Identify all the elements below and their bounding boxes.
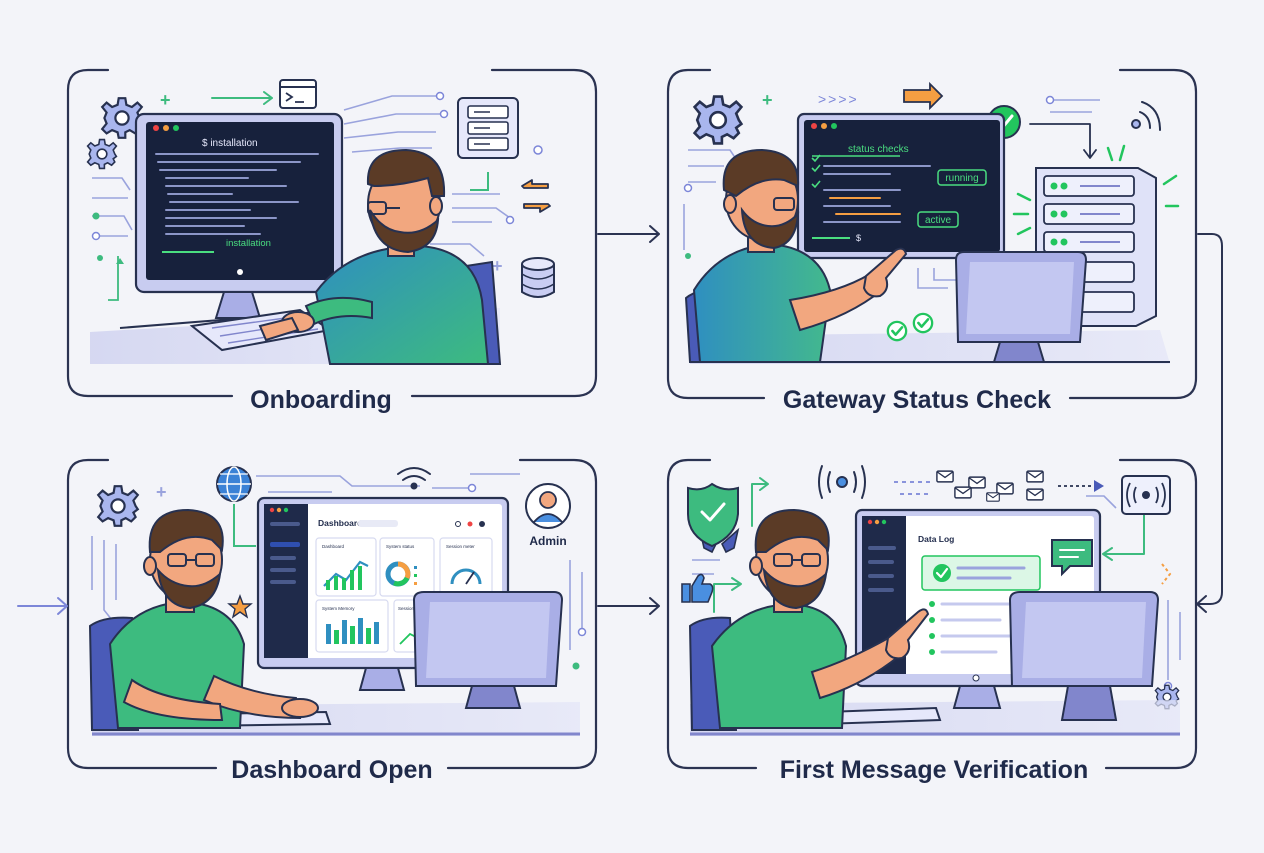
status-monitor: status checks running active $ <box>796 112 1006 260</box>
panel-dashboard: + Admin <box>88 466 587 784</box>
card-title: System status <box>386 544 415 549</box>
developer-avatar <box>692 148 908 363</box>
secondary-monitor <box>954 251 1088 363</box>
card-title: Dashboard <box>322 544 345 549</box>
mail-icon <box>954 486 972 499</box>
status-badge: active <box>925 215 952 226</box>
svg-text:+: + <box>160 90 171 110</box>
frame-first-message <box>666 458 758 770</box>
developer-avatar <box>258 148 490 365</box>
panel-caption: Gateway Status Check <box>783 386 1051 414</box>
svg-text:+: + <box>156 482 167 502</box>
gear-icon <box>86 138 118 170</box>
check-icon <box>912 312 934 334</box>
card-title: System Memory <box>322 606 355 611</box>
message-flow <box>894 470 1104 502</box>
chat-bubble-icon <box>1051 539 1093 577</box>
log-title: Data Log <box>918 534 954 544</box>
card-title: Session ratio <box>398 606 425 611</box>
mail-icon <box>986 492 1000 502</box>
gear-icon <box>97 485 139 527</box>
status-badge: running <box>945 173 978 184</box>
gear-icon <box>693 95 743 145</box>
transfer-arrows-icon <box>521 179 551 213</box>
frame-onboarding <box>66 68 234 398</box>
svg-text:>>>>: >>>> <box>818 91 859 107</box>
terminal-footer: installation <box>226 238 271 249</box>
mail-icon <box>1026 470 1044 483</box>
terminal-title: $ installation <box>202 138 258 149</box>
secondary-monitor <box>1008 591 1160 721</box>
svg-text:+: + <box>762 90 773 110</box>
frame-gateway <box>666 68 766 400</box>
panel-caption: First Message Verification <box>780 756 1088 784</box>
panel-gateway: + >>>> <box>683 81 1180 414</box>
panel-caption: Dashboard Open <box>231 756 432 784</box>
orange-arrow-icon <box>903 81 944 111</box>
receiver-icon <box>1121 475 1171 515</box>
mail-icon <box>996 482 1014 495</box>
mail-icon <box>968 476 986 489</box>
signal-icon <box>1131 101 1161 131</box>
terminal-prompt: $ <box>856 233 861 243</box>
terminal-window-icon <box>279 79 317 109</box>
arrow-entry <box>17 597 68 615</box>
admin-avatar: Admin <box>525 483 571 548</box>
arrow-gateway-to-first-message <box>1196 233 1223 613</box>
secondary-monitor <box>412 591 564 709</box>
status-title: status checks <box>848 144 909 155</box>
developer-avatar <box>710 508 930 729</box>
svg-text:+: + <box>492 256 503 276</box>
panel-caption: Onboarding <box>250 386 392 414</box>
verified-message-row <box>921 555 1041 591</box>
globe-icon <box>216 466 252 502</box>
check-icon <box>886 320 908 342</box>
terminal-monitor: $ installation installation <box>134 112 344 319</box>
arrow-dashboard-to-first-message <box>597 597 660 615</box>
mail-icon <box>1026 488 1044 501</box>
developer-avatar <box>108 508 319 729</box>
dashboard-title: Dashboard <box>318 518 362 528</box>
arrow-onboarding-to-gateway <box>597 225 660 243</box>
database-icon <box>521 257 555 298</box>
panel-frames <box>66 68 1198 770</box>
thumbs-up-icon <box>681 573 714 603</box>
card-title: Session meter <box>446 544 475 549</box>
panel-first-message: Data Log <box>681 465 1181 784</box>
wifi-icon <box>397 467 431 490</box>
circuit-lines <box>92 95 511 257</box>
flow-arrows <box>597 225 1223 615</box>
mail-icon <box>936 470 954 483</box>
panel-onboarding: + + <box>86 79 555 414</box>
star-icon <box>227 594 253 619</box>
broadcast-icon <box>818 465 866 499</box>
shield-check-icon <box>687 482 740 554</box>
server-rack-icon <box>457 97 519 159</box>
frame-dashboard <box>66 458 218 770</box>
admin-label: Admin <box>529 534 566 548</box>
